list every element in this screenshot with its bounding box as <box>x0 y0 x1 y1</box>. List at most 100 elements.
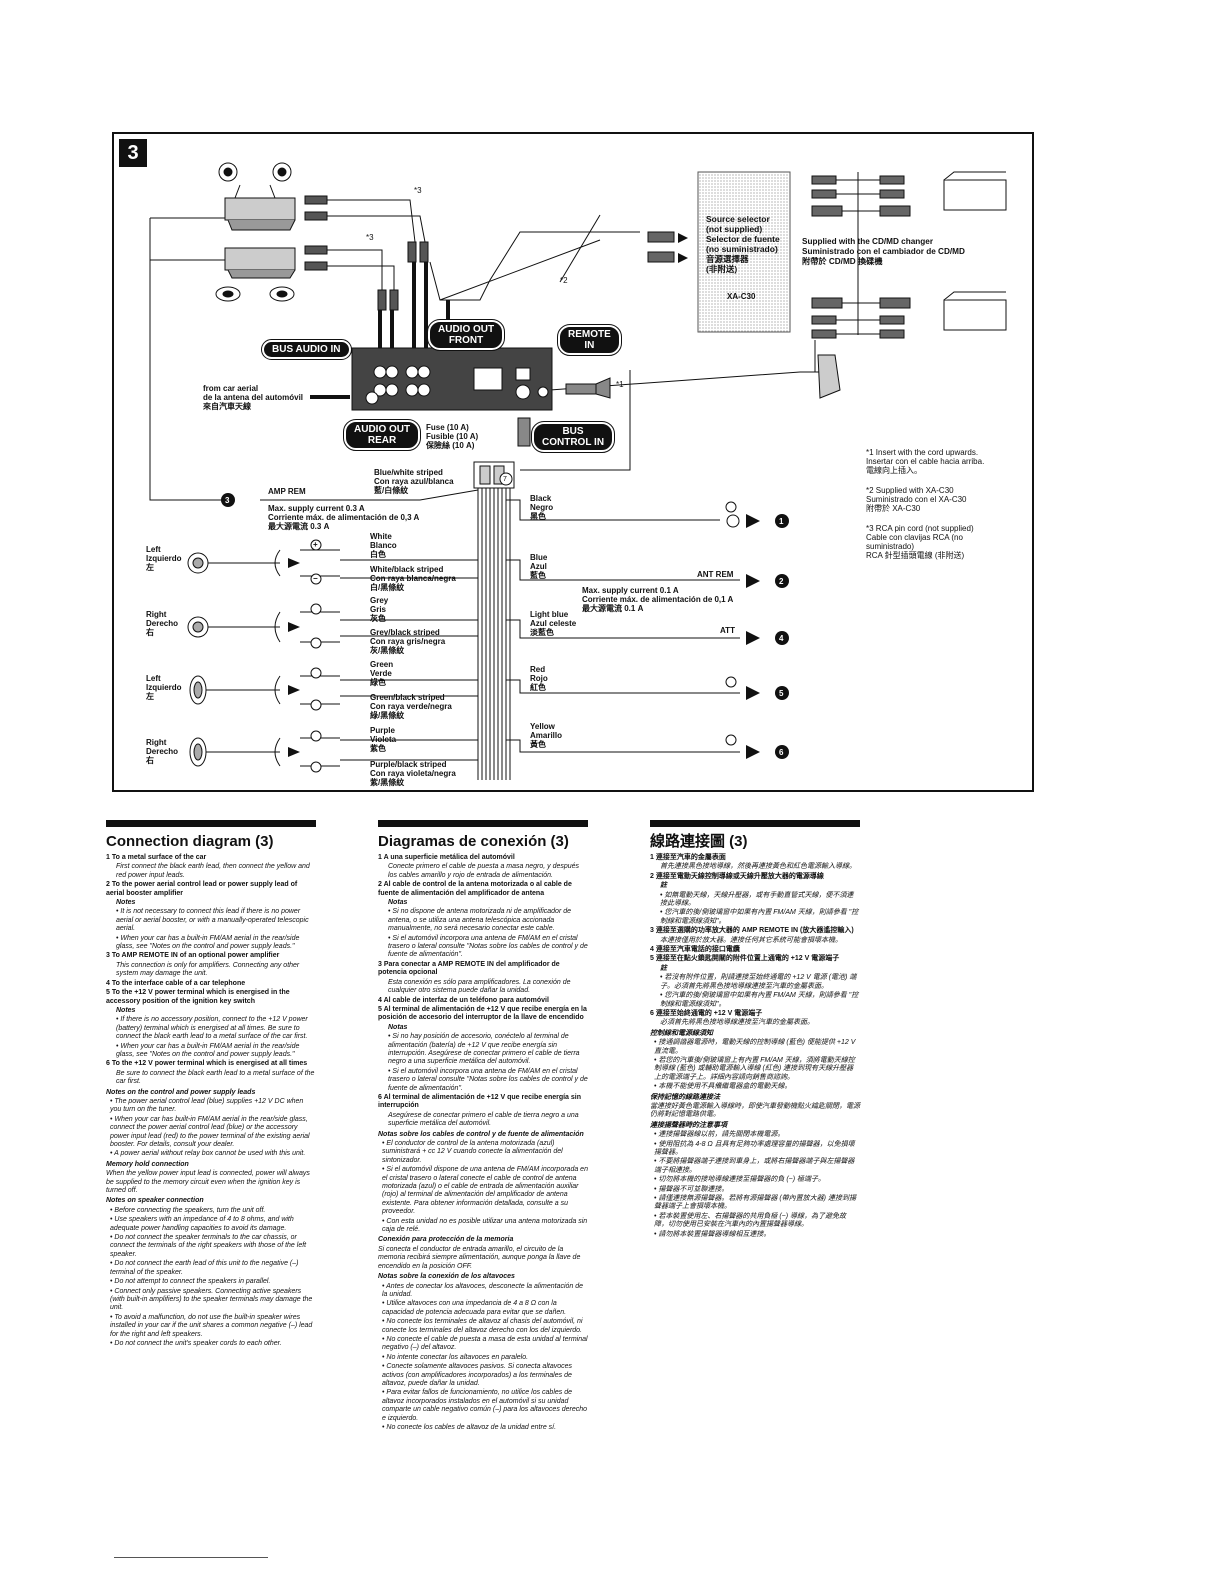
paragraph-bul: • Conecte solamente altavoces pasivos. S… <box>382 1363 572 1387</box>
paragraph-sub: Esta conexión es sólo para amplificadore… <box>388 978 571 995</box>
circled-numbers <box>221 493 789 759</box>
paragraph-sub: Conecte primero el cable de puesta a mas… <box>388 863 580 879</box>
paragraph-head: 3 連接至選購的功率放大器的 AMP REMOTE IN (放大器遙控輸入) <box>650 927 854 935</box>
paragraph-sec: Notes on the control and power supply le… <box>106 1088 256 1096</box>
wire-purple-black: Purple/black striped Con raya violeta/ne… <box>370 760 456 787</box>
paragraph-sub: • Si el automóvil incorpora una antena d… <box>388 934 588 959</box>
spanish-title: Diagramas de conexión (3) <box>378 833 569 850</box>
paragraph-sec: 連接揚聲器時的注意事項 <box>650 1121 727 1129</box>
english-column: Connection diagram (3) 1 To a metal surf… <box>106 820 316 1349</box>
audio-out-front-label: AUDIO OUT FRONT <box>426 319 506 351</box>
paragraph-note: 註 <box>660 964 667 972</box>
plus-sign: + <box>313 540 318 549</box>
cd-changer-icon <box>943 171 1007 331</box>
paragraph-sec: Conexión para protección de la memoria <box>378 1236 514 1244</box>
paragraph-sub: • Si no hay posición de accesorio, conéc… <box>388 1033 580 1066</box>
english-title: Connection diagram (3) <box>106 833 274 850</box>
paragraph-head: 2 To the power aerial control lead or po… <box>106 881 298 897</box>
paragraph-sub: • 您汽車的後/側玻璃窗中如果有內置 FM/AM 天線，則請參看 "控制線和電源… <box>660 992 859 1008</box>
paragraph-sub: First connect the black earth lead, then… <box>116 863 310 879</box>
paragraph-bul: • 揚聲器不可並聯連接。 <box>654 1185 729 1193</box>
section-number: 3 <box>127 142 139 164</box>
paragraph-sec: Notas sobre los cables de control y de f… <box>378 1130 584 1138</box>
wire-red: Red Rojo 紅色 <box>530 665 548 692</box>
paragraph-note: Notes <box>116 1006 136 1014</box>
paragraph-bul: • Do not connect the earth lead of this … <box>110 1260 299 1276</box>
paragraph-bul: • 本機不能使用不具備繼電器盒的電動天線。 <box>654 1083 792 1091</box>
paragraph-bul: • When your car has built-in FM/AM aeria… <box>110 1115 310 1148</box>
column-bar <box>106 820 316 827</box>
paragraph-sub: • If there is no accessory position, con… <box>116 1016 308 1041</box>
source-selector-label: Source selector (not supplied) Selector … <box>706 214 780 274</box>
paragraph-head: 5 連接至在點火鎖匙開關的附件位置上通電的 +12 V 電源端子 <box>650 955 840 963</box>
paragraph-bul: • 若本裝置使用左、右揚聲器的共用負極 (−) 導線，為了避免故障，切勿使用已安… <box>654 1212 847 1229</box>
paragraph-bul: • 切勿將本機的接地導線連接至揚聲器的負 (−) 極端子。 <box>654 1176 826 1184</box>
paragraph-head: 4 To the interface cable of a car teleph… <box>106 979 246 987</box>
circle-number-2: 2 <box>779 577 784 586</box>
bus-control-plug-icon <box>517 417 531 447</box>
bus-audio-in-label: BUS AUDIO IN <box>261 339 352 360</box>
paragraph-bul: • Do not connect the speaker terminals t… <box>110 1234 307 1258</box>
paragraph-sub: • It is not necessary to connect this le… <box>116 908 309 933</box>
paragraph-note: Notes <box>116 899 136 907</box>
paragraph-head: 1 連接至汽車的金屬表面 <box>650 854 726 861</box>
wire-green: Green Verde 綠色 <box>370 660 394 687</box>
paragraph-bul: • Utilice altavoces con una impedancia d… <box>382 1300 567 1316</box>
changer-label: Supplied with the CD/MD changer Suminist… <box>802 237 965 266</box>
wire-purple: Purple Violeta 紫色 <box>370 726 397 753</box>
head-unit-connectors <box>365 365 549 405</box>
paragraph-head: 1 To a metal surface of the car <box>106 854 207 861</box>
paragraph-head: 3 Para conectar a AMP REMOTE IN del ampl… <box>378 960 560 977</box>
rear-speakers-icon <box>215 162 295 302</box>
paragraph-bul: • 請僅連接無源揚聲器。若將有源揚聲器 (帶內置放大器) 連接到揚聲器端子上會損… <box>654 1195 856 1211</box>
paragraph-head: 5 Al terminal de alimentación de +12 V q… <box>378 1005 587 1022</box>
paragraph-txt: 當連接好黃色電源輸入導線時，即使汽車發動機點火鑰匙關閉，電源仍將對記憶電路供電。 <box>650 1102 860 1119</box>
paragraph-sub: 必須首先將黑色接地導線連接至汽車的金屬表面。 <box>660 1019 814 1027</box>
paragraph-bul: • No conecte los cables de altavoz de la… <box>382 1424 557 1431</box>
paragraph-sub: • 若沒有附件位置，則請連接至始終通電的 +12 V 電源 (電池) 端子。必須… <box>660 974 857 990</box>
changer-plugs-icon <box>647 175 911 339</box>
paragraph-head: 6 To the +12 V power terminal which is e… <box>106 1060 308 1068</box>
diagram-frame <box>112 132 1034 792</box>
mark-3b: *3 <box>366 233 374 242</box>
section-number-box <box>119 139 147 167</box>
speaker-rear-left: Left Izquierdo 左 <box>146 674 182 701</box>
paragraph-head: 2 連接至電動天線控制導線或天線升壓放大器的電源導線 <box>650 872 824 880</box>
paragraph-note: Notas <box>388 1023 408 1031</box>
source-selector-box <box>697 171 791 333</box>
minus-sign: − <box>313 574 318 583</box>
paragraph-head: 4 Al cable de interfaz de un teléfono pa… <box>378 996 549 1004</box>
ant-rem-label: ANT REM <box>697 570 734 579</box>
paragraph-sub: • Si el automóvil incorpora una antena d… <box>388 1067 588 1092</box>
mark-3a: *3 <box>414 186 422 195</box>
paragraph-bul: • Before connecting the speakers, turn t… <box>110 1206 266 1214</box>
circle-number-6: 6 <box>779 748 784 757</box>
paragraph-sub: This connection is only for amplifiers. … <box>116 961 300 978</box>
mark-2: *2 <box>560 276 568 285</box>
paragraph-bul: • No conecte el cable de puesta a masa d… <box>382 1335 588 1352</box>
wire-green-black: Green/black striped Con raya verde/negra… <box>370 693 452 720</box>
paragraph-sub: • When your car has a built-in FM/AM aer… <box>116 1042 300 1058</box>
column-bar <box>650 820 860 827</box>
rca-plug-icon <box>304 195 429 311</box>
paragraph-sec: Notas sobre la conexión de los altavoces <box>378 1273 515 1281</box>
amp-rem-label: AMP REM <box>268 487 306 496</box>
paragraph-bul: • Antes de conectar los altavoces, desco… <box>382 1282 584 1298</box>
spanish-body: 1 A una superficie metálica del automóvi… <box>378 854 588 1432</box>
paragraph-bul: • 若您的汽車後/側玻璃窗上有內置 FM/AM 天線，須將電動天線控制導線 (藍… <box>654 1056 855 1081</box>
amplifier-icon <box>224 197 296 279</box>
paragraph-sub: Asegúrese de conectar primero el cable d… <box>388 1111 579 1128</box>
mark-1: *1 <box>616 380 624 389</box>
circle-number-3: 3 <box>225 496 230 505</box>
paragraph-bul: • Si el automóvil dispone de una antena … <box>382 1166 588 1216</box>
paragraph-sub: Be sure to connect the black earth lead … <box>116 1069 315 1086</box>
ground-lug-icon <box>726 514 740 528</box>
amp-wire-label: Blue/white striped Con raya azul/blanca … <box>374 468 454 495</box>
paragraph-bul: • Do not attempt to connect the speakers… <box>110 1278 271 1286</box>
chinese-body: 1 連接至汽車的金屬表面首先連接黑色接地導線，然後再連接黃色和紅色電源輸入導線。… <box>650 854 860 1239</box>
paragraph-bul: • Con esta unidad no es posible utilizar… <box>382 1217 588 1234</box>
arrow-icons <box>288 233 760 759</box>
remote-plug-icon <box>565 377 611 399</box>
ant-supply-label: Max. supply current 0.1 A Corriente máx.… <box>582 586 734 613</box>
paragraph-sub: • 如無電動天線，天線升壓器，或有手動直管式天線，便不須連接此導線。 <box>660 891 854 908</box>
